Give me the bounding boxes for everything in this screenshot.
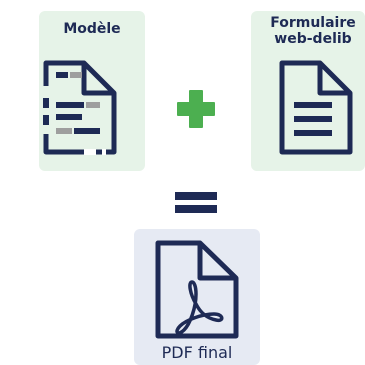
modele-title: Modèle (63, 21, 121, 37)
formulaire-title: Formulaire web-delib (270, 15, 356, 47)
pdf-document-icon (155, 240, 239, 339)
template-document-icon (43, 60, 117, 155)
form-document-icon (279, 60, 353, 155)
equals-icon (175, 192, 217, 213)
plus-icon (177, 90, 215, 128)
pdf-title: PDF final (161, 343, 233, 362)
acrobat-icon (175, 280, 224, 335)
